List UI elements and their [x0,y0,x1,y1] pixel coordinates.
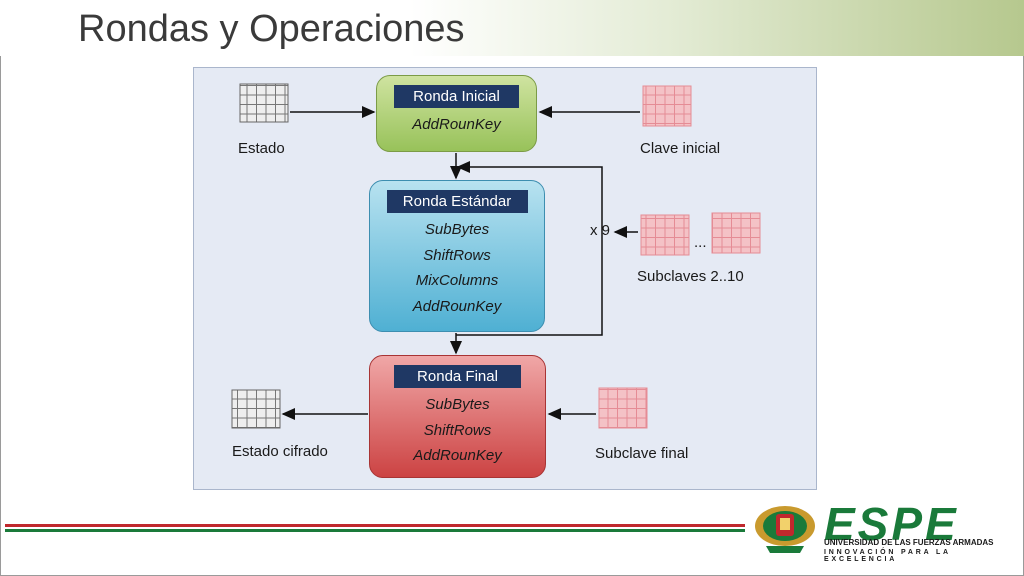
footer-stripe-green [5,529,745,532]
encrypted-state-grid [231,389,281,429]
university-motto: INNOVACIÓN PARA LA EXCELENCIA [824,549,951,563]
standard-round-op: ShiftRows [423,246,491,264]
subkeys-label: Subclaves 2..10 [637,268,744,285]
standard-round-op: AddRounKey [412,297,502,315]
standard-round-box: Ronda Estándar SubBytes ShiftRows MixCol… [369,180,545,332]
initial-key-label: Clave inicial [640,140,721,157]
final-round-op: SubBytes [425,396,490,413]
footer-stripe-red [5,524,745,527]
repeat-label: x 9 [590,222,611,239]
standard-round-op: MixColumns [415,272,499,289]
final-subkey-label: Subclave final [595,445,689,462]
final-subkey-grid [598,387,648,429]
university-name: UNIVERSIDAD DE LAS FUERZAS ARMADAS [824,538,994,547]
espe-brand: ESPE [824,498,959,550]
ellipsis-label: ... [694,234,707,251]
initial-key-grid [642,85,692,127]
initial-round-header: Ronda Inicial [394,85,519,108]
title-band [0,0,1024,56]
final-round-op: ShiftRows [423,421,492,439]
state-label: Estado [238,140,285,157]
final-round-op: AddRounKey [413,447,502,464]
state-grid [239,83,289,123]
espe-logo-emblem [755,506,815,553]
encrypted-state-label: Estado cifrado [232,443,328,460]
standard-round-op: SubBytes [424,221,490,238]
subkey-grid-last [711,212,761,254]
standard-round-header: Ronda Estándar [386,190,528,213]
loop-back-line [456,161,603,336]
subkey-grid-first [640,214,690,256]
initial-round-op: AddRounKey [412,116,501,133]
slide-title: Rondas y Operaciones [78,8,465,50]
initial-round-box: Ronda Inicial AddRounKey [376,75,537,152]
final-round-header: Ronda Final [394,365,521,388]
final-round-box: Ronda Final SubBytes ShiftRows AddRounKe… [369,355,546,478]
